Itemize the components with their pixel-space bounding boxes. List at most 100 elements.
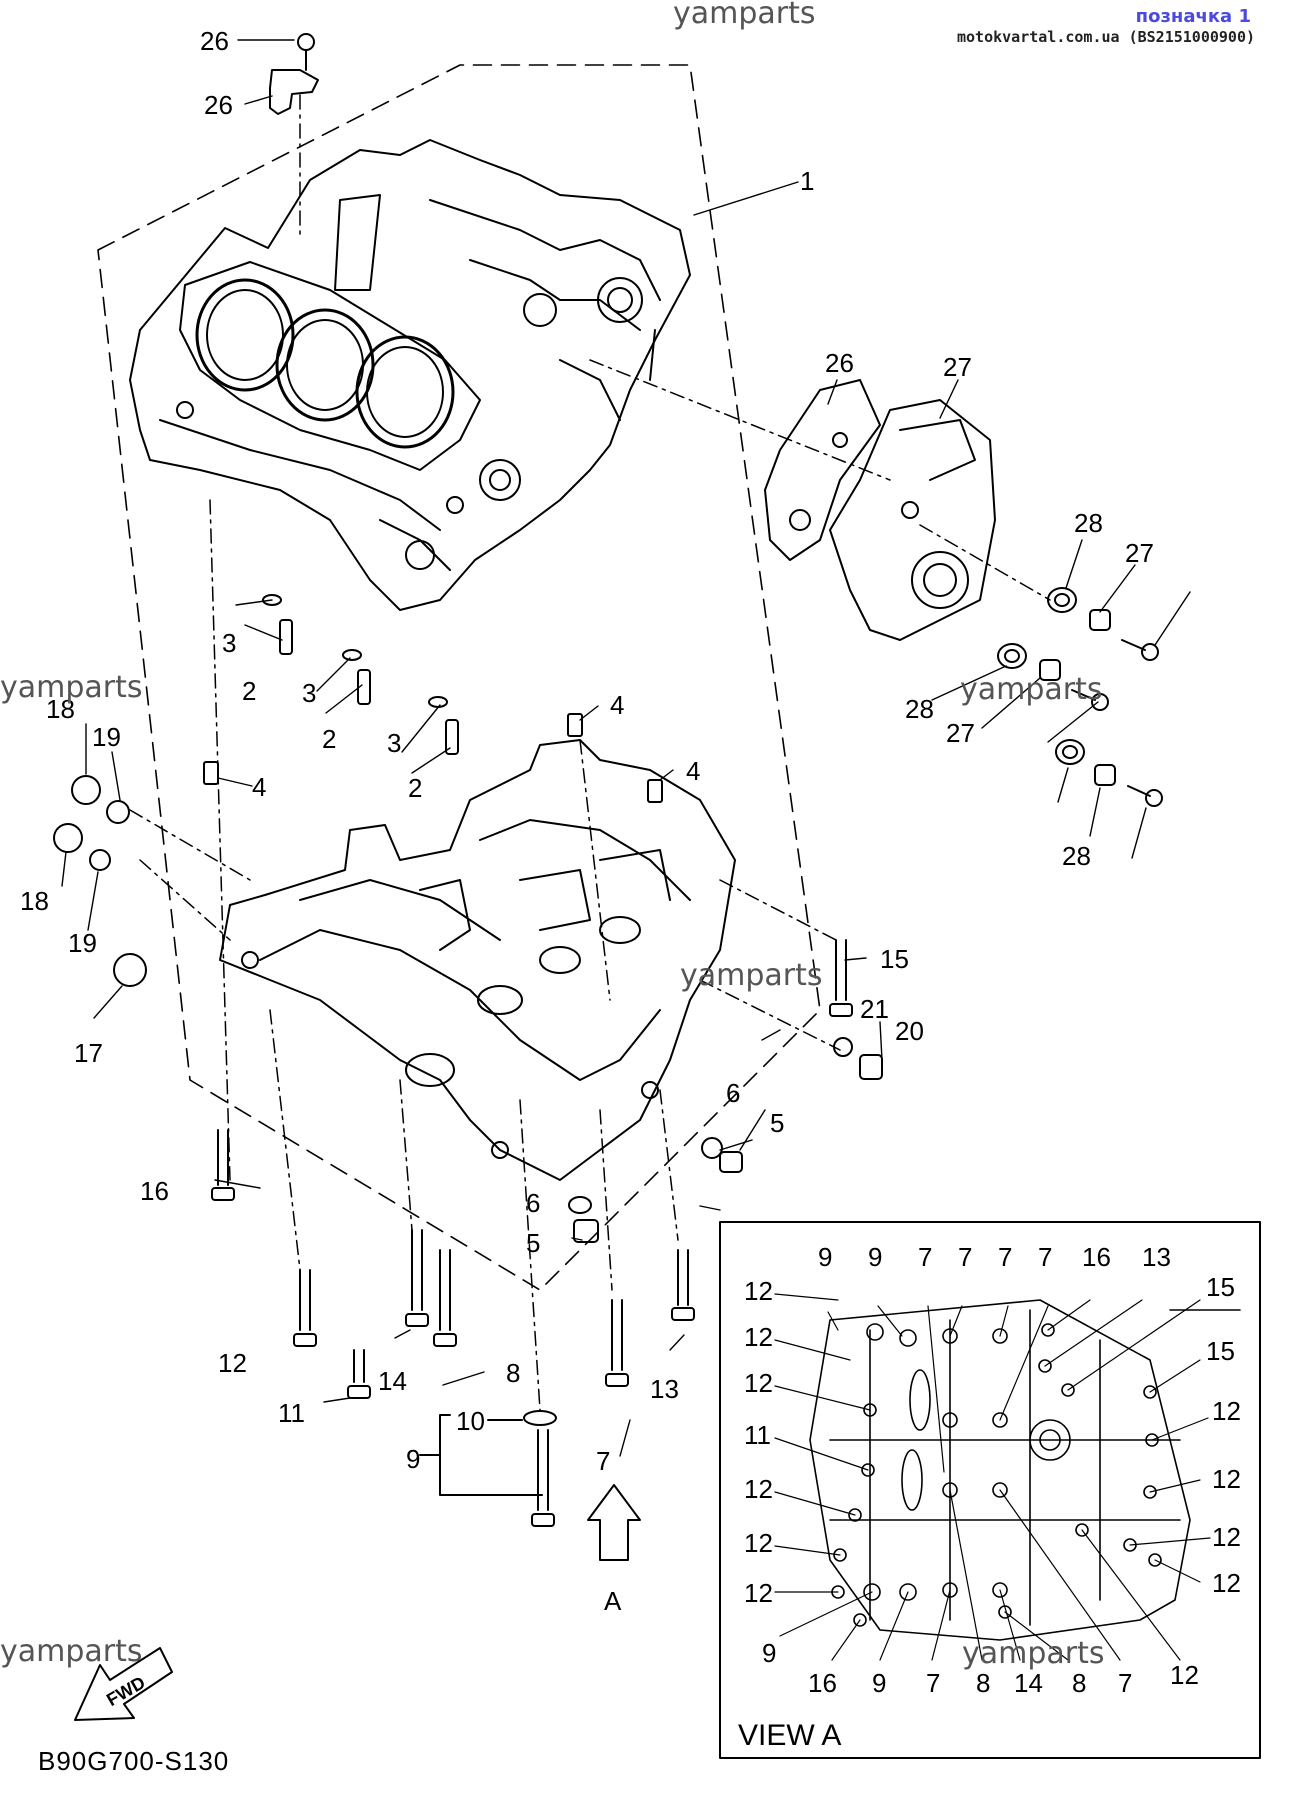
parts-26-27-28 [997, 587, 1163, 807]
header-badge[interactable]: позначка 1 [1135, 6, 1251, 27]
callout-20: 20 [895, 1016, 924, 1046]
studs-2-rings-3-dowels-4 [203, 499, 663, 1181]
va-callout-12: 12 [744, 1528, 773, 1558]
va-callout-7: 7 [958, 1242, 972, 1272]
va-callout-15: 15 [1206, 1272, 1235, 1302]
cover-25 [829, 399, 996, 641]
va-callout-12: 12 [744, 1474, 773, 1504]
callout-3: 3 [302, 678, 316, 708]
view-a-title: VIEW A [738, 1719, 842, 1752]
watermark-middle: yamparts [680, 958, 823, 993]
va-callout-12: 12 [1212, 1522, 1241, 1552]
watermark-bottom-right: yamparts [962, 1636, 1105, 1671]
callout-11: 11 [278, 1398, 305, 1428]
va-callout-9: 9 [872, 1668, 886, 1698]
view-a-drawing [809, 1299, 1241, 1641]
callout-23: 26 [200, 26, 229, 56]
bracket-22-bolt-23 [269, 33, 319, 241]
callout-19: 19 [68, 928, 97, 958]
callout-14: 14 [378, 1366, 407, 1396]
callout-16: 16 [140, 1176, 169, 1206]
va-callout-9: 9 [762, 1638, 776, 1668]
va-callout-12: 12 [744, 1276, 773, 1306]
callout-2: 2 [242, 676, 256, 706]
watermark-bottom-left: yamparts [0, 1634, 143, 1669]
callout-5: 5 [770, 1108, 784, 1138]
view-a-leaders [774, 1293, 1211, 1661]
watermark-right: yamparts [960, 672, 1103, 707]
callout-21: 21 [860, 994, 889, 1024]
va-callout-11: 11 [744, 1420, 771, 1450]
callout-9: 9 [406, 1444, 420, 1474]
plugs-17-18-19 [53, 775, 251, 987]
callout-10: 10 [456, 1406, 485, 1436]
callout-27: 28 [905, 694, 934, 724]
callout-6: 6 [526, 1188, 540, 1218]
callout-7: 7 [596, 1446, 610, 1476]
callout-labels-main: 26 26 1 26 27 28 27 28 27 28 3 2 3 2 3 2… [20, 26, 1154, 1710]
callout-4: 4 [610, 690, 624, 720]
va-callout-12: 12 [744, 1578, 773, 1608]
callout-5: 5 [526, 1228, 540, 1258]
watermark-top: yamparts [673, 0, 816, 31]
va-callout-7: 7 [918, 1242, 932, 1272]
plugs-5-6-20-21 [568, 1037, 883, 1243]
va-callout-7: 7 [1118, 1668, 1132, 1698]
callout-15: 15 [880, 944, 909, 974]
drawing-lines [53, 33, 1261, 1759]
callout-6: 6 [726, 1078, 740, 1108]
diagram-code: B90G700-S130 [38, 1746, 230, 1776]
header-source: motokvartal.com.ua (BS2151000900) [956, 28, 1255, 46]
part-9-10-group [419, 1414, 543, 1496]
callout-12: 12 [218, 1348, 247, 1378]
va-callout-16: 16 [1082, 1242, 1111, 1272]
lower-crankcase [219, 739, 736, 1181]
va-callout-12: 12 [1170, 1660, 1199, 1690]
crankcase-bolts [211, 879, 853, 1527]
callout-25: 27 [943, 352, 972, 382]
assembly-boundary-dashed [97, 64, 821, 1291]
callout-18: 18 [20, 886, 49, 916]
va-callout-12: 12 [744, 1322, 773, 1352]
callout-26: 27 [1125, 538, 1154, 568]
va-callout-12: 12 [1212, 1568, 1241, 1598]
view-a-frame [719, 1221, 1261, 1759]
cover-24 [764, 379, 881, 561]
callout-labels-view-a: 9 9 7 7 7 7 16 13 15 15 12 12 12 11 12 1… [744, 1242, 1241, 1698]
va-callout-7: 7 [998, 1242, 1012, 1272]
direction-label-a: A [604, 1586, 622, 1616]
callout-22: 26 [204, 90, 233, 120]
va-callout-13: 13 [1142, 1242, 1171, 1272]
va-callout-12: 12 [744, 1368, 773, 1398]
va-callout-7: 7 [926, 1668, 940, 1698]
callout-19: 19 [92, 722, 121, 752]
callout-26: 27 [946, 718, 975, 748]
callout-17: 17 [74, 1038, 103, 1068]
va-callout-8: 8 [976, 1668, 990, 1698]
va-callout-8: 8 [1072, 1668, 1086, 1698]
va-callout-7: 7 [1038, 1242, 1052, 1272]
callout-18: 18 [46, 694, 75, 724]
main-leaders [61, 39, 1191, 1457]
callout-26: 28 [1062, 841, 1091, 871]
va-callout-9: 9 [868, 1242, 882, 1272]
va-callout-12: 12 [1212, 1464, 1241, 1494]
watermark-left: yamparts [0, 670, 143, 705]
va-callout-9: 9 [818, 1242, 832, 1272]
callout-2: 2 [408, 773, 422, 803]
callout-8: 8 [506, 1358, 520, 1388]
callout-24: 26 [825, 348, 854, 378]
va-callout-14: 14 [1014, 1668, 1043, 1698]
va-callout-15: 15 [1206, 1336, 1235, 1366]
callout-3: 3 [222, 628, 236, 658]
fwd-arrow [74, 1647, 173, 1721]
callout-4: 4 [252, 772, 266, 802]
callout-1: 1 [800, 166, 814, 196]
callout-27: 28 [1074, 508, 1103, 538]
callout-13: 13 [650, 1374, 679, 1404]
callout-3: 3 [387, 728, 401, 758]
direction-arrow-a [587, 1484, 641, 1561]
upper-crankcase [129, 139, 691, 611]
callout-4: 4 [686, 756, 700, 786]
